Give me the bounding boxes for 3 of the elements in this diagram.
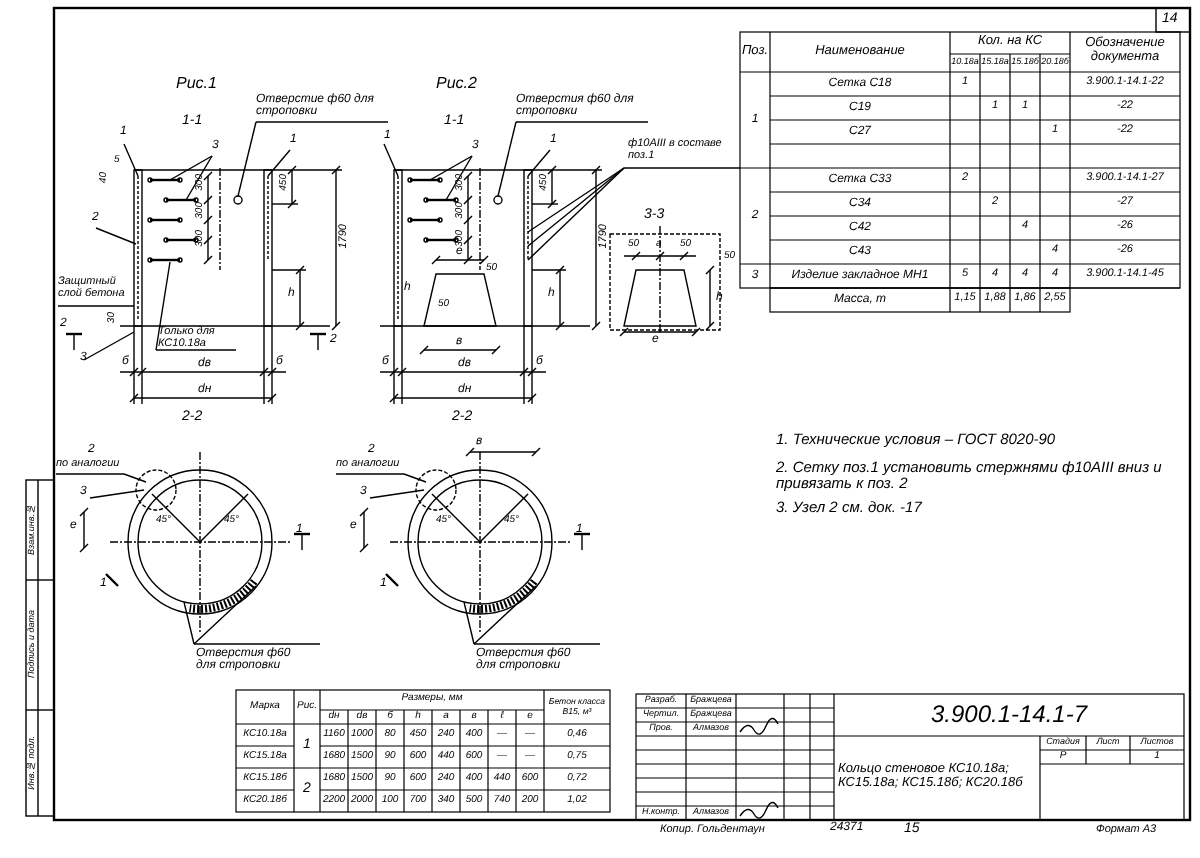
figure-title: Рис.1 xyxy=(176,76,217,93)
figure-title: Рис.2 xyxy=(436,76,477,93)
document-number: 3.900.1-14.1-7 xyxy=(930,702,1088,728)
